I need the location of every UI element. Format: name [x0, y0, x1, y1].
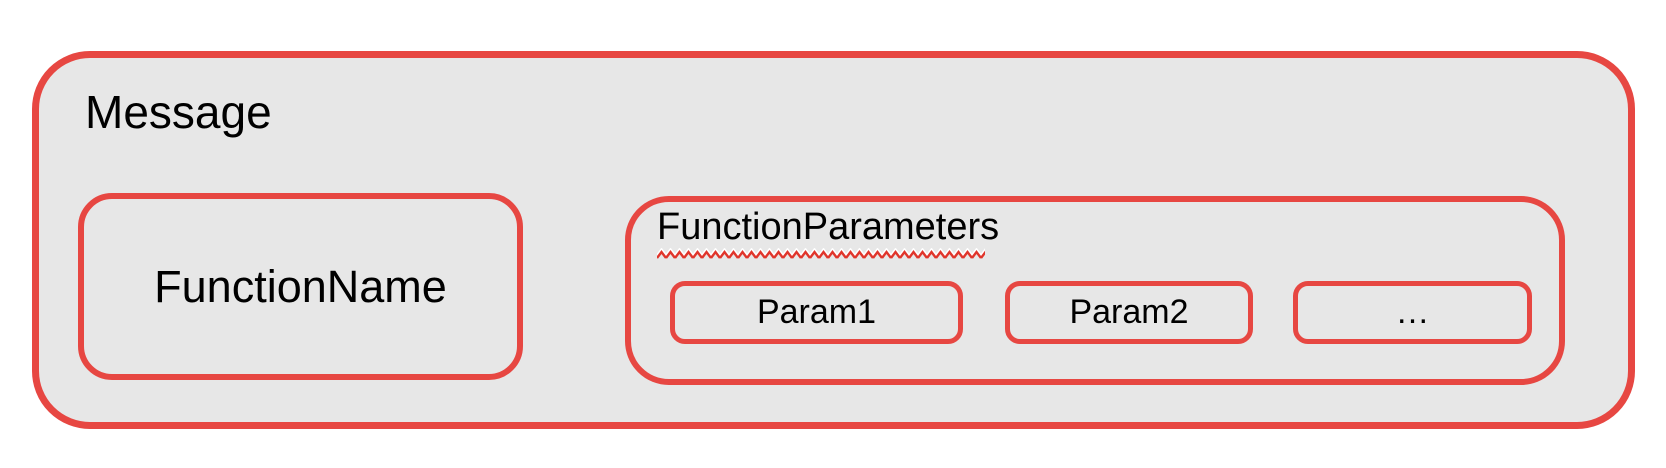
param1-label: Param1 — [756, 293, 877, 331]
function-parameters-box: FunctionParameters Param1 Param2 … — [625, 196, 1565, 385]
param-ellipsis-label: … — [1395, 293, 1430, 331]
param-ellipsis-box: … — [1293, 281, 1532, 344]
spellcheck-squiggle-icon — [657, 248, 985, 261]
function-parameters-label: FunctionParameters — [657, 206, 1000, 248]
param1-box: Param1 — [670, 281, 963, 344]
function-name-box: FunctionName — [78, 193, 523, 380]
param2-label: Param2 — [1069, 293, 1189, 331]
message-box: Message FunctionName FunctionParameters … — [32, 51, 1635, 429]
param2-box: Param2 — [1005, 281, 1253, 344]
message-label: Message — [85, 86, 272, 138]
function-name-label: FunctionName — [154, 260, 447, 312]
